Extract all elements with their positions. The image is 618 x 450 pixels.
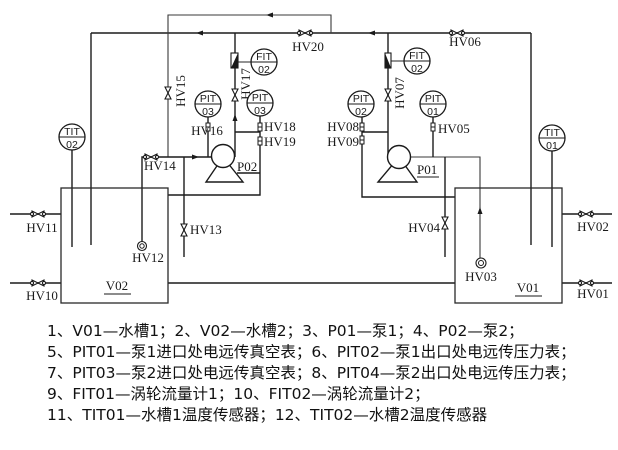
- flowmeter-left: [230, 52, 239, 69]
- valve-hv13-icon[interactable]: [180, 223, 188, 237]
- valve-hv07-icon[interactable]: [384, 88, 392, 102]
- legend-line: 5、PIT01—泵1进口处电远传真空表；6、PIT02—泵1出口处电远传压力表；: [47, 343, 576, 361]
- valve-hv02-label: HV02: [577, 219, 609, 234]
- tank-v01: [454, 187, 563, 304]
- pump-p01-label: P01: [417, 162, 437, 177]
- foot-valve-hv03-icon[interactable]: [475, 257, 487, 269]
- instrument-type: PIT: [200, 93, 217, 105]
- instrument-type: PIT: [353, 93, 370, 105]
- instrument-pit02: PIT 02: [347, 90, 375, 118]
- pump-p02: [204, 143, 245, 183]
- flow-arrow-icon: [477, 207, 483, 214]
- valve-hv17-label: HV17: [238, 68, 253, 100]
- instrument-type: TIT: [544, 127, 560, 139]
- flow-arrow-icon: [368, 30, 375, 36]
- valve-hv18-label: HV18: [264, 119, 296, 134]
- instrument-number: 02: [411, 63, 423, 75]
- valve-hv15-icon[interactable]: [164, 86, 172, 100]
- instrument-type: TIT: [64, 126, 80, 138]
- instrument-pit03-left: PIT 03: [194, 90, 222, 118]
- valve-hv05-icon[interactable]: [430, 122, 436, 132]
- valve-hv06-label: HV06: [449, 34, 481, 49]
- instrument-fit02-right: FIT 02: [403, 47, 431, 75]
- pump-p02-casing: [210, 143, 236, 169]
- instrument-number: 02: [258, 64, 270, 76]
- valve-hv04-label: HV04: [408, 220, 440, 235]
- foot-valve-hv12-icon[interactable]: [136, 240, 148, 252]
- valve-hv01-label: HV01: [577, 286, 609, 301]
- pump-p02-label: P02: [237, 159, 257, 174]
- instrument-pit01: PIT 01: [419, 90, 447, 118]
- valve-hv20-icon[interactable]: [296, 29, 314, 37]
- pump-p01-base: [376, 155, 419, 183]
- instrument-number: 03: [254, 105, 266, 117]
- valve-hv09-label: HV09: [327, 134, 359, 149]
- instrument-type: PIT: [252, 92, 269, 104]
- flow-arrow-icon: [266, 12, 273, 18]
- valve-hv08-label: HV08: [327, 119, 359, 134]
- p02-suction-pipe: [141, 156, 212, 244]
- instrument-tit02: TIT 02: [58, 123, 86, 151]
- valve-hv10-icon[interactable]: [29, 279, 47, 287]
- valve-hv07-label: HV07: [392, 77, 407, 109]
- valve-hv12-label: HV12: [132, 250, 164, 265]
- valve-hv18-icon[interactable]: [257, 122, 263, 132]
- valve-hv13-label: HV13: [190, 222, 222, 237]
- instrument-tit01: TIT 01: [538, 124, 566, 152]
- legend-line: 1、V01—水槽1；2、V02—水槽2；3、P01—泵1；4、P02—泵2；: [47, 322, 524, 340]
- valve-hv15-label: HV15: [173, 75, 188, 107]
- valve-hv11-label: HV11: [26, 220, 57, 235]
- instrument-fit02-left: FIT 02: [250, 48, 278, 76]
- valve-hv03-label: HV03: [465, 269, 497, 284]
- valve-hv10-label: HV10: [26, 288, 58, 303]
- legend: 1、V01—水槽1；2、V02—水槽2；3、P01—泵1；4、P02—泵2； 5…: [47, 321, 576, 426]
- valve-hv02-icon[interactable]: [577, 210, 595, 218]
- valve-hv11-icon[interactable]: [29, 210, 47, 218]
- legend-line: 7、PIT03—泵2进口处电远传真空表；8、PIT04—泵2出口处电远传压力表；: [47, 364, 576, 382]
- tank-v01-label: V01: [517, 280, 539, 295]
- valve-hv09-icon[interactable]: [359, 135, 365, 145]
- p01-suction-pipe: [411, 156, 481, 258]
- instrument-number: 01: [427, 106, 439, 118]
- valve-hv16-label: HV16: [191, 123, 223, 138]
- instrument-type: PIT: [425, 93, 442, 105]
- instrument-number: 02: [355, 106, 367, 118]
- instrument-type: FIT: [256, 51, 272, 63]
- instrument-type: FIT: [409, 50, 425, 62]
- flow-arrow-icon: [232, 114, 238, 121]
- valve-hv20-label: HV20: [292, 39, 324, 54]
- valve-hv14-label: HV14: [144, 158, 176, 173]
- pump-p01-casing: [386, 144, 412, 170]
- instrument-pit03-right: PIT 03: [246, 89, 274, 117]
- instrument-number: 02: [66, 139, 78, 151]
- valve-hv05-label: HV05: [438, 121, 470, 136]
- legend-line: 11、TIT01—水槽1温度传感器；12、TIT02—水槽2温度传感器: [47, 406, 488, 424]
- pump-p01: [376, 144, 419, 183]
- valve-hv08-icon[interactable]: [359, 122, 365, 132]
- valve-hv19-icon[interactable]: [257, 136, 263, 146]
- flow-arrow-icon: [192, 154, 199, 160]
- tank-v02: [60, 187, 169, 304]
- top-bypass-pipe: [167, 14, 332, 157]
- valve-hv19-label: HV19: [264, 134, 296, 149]
- pump-p02-base: [204, 155, 245, 183]
- flowmeter-right: [384, 52, 392, 69]
- instrument-number: 03: [202, 106, 214, 118]
- instrument-number: 01: [546, 140, 558, 152]
- piping-diagram: V02 V01 P02 P01: [10, 12, 612, 304]
- legend-line: 9、FIT01—涡轮流量计1；10、FIT02—涡轮流量计2；: [47, 385, 430, 403]
- valve-hv04-icon[interactable]: [441, 216, 449, 230]
- tank-v02-label: V02: [106, 278, 128, 293]
- flow-arrow-icon: [196, 30, 203, 36]
